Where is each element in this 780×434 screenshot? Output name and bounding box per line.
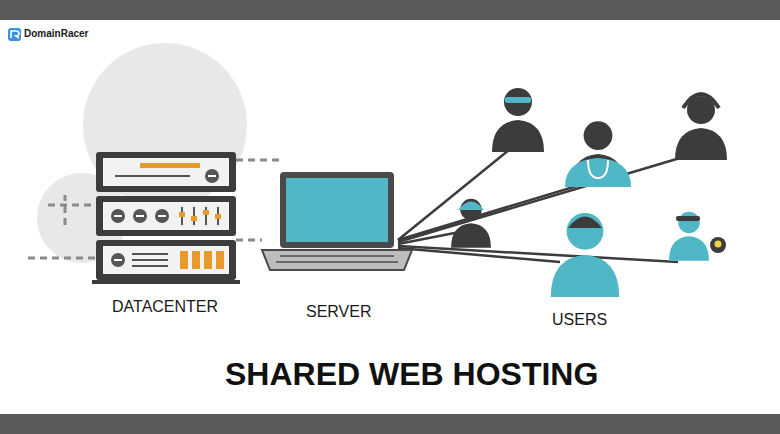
users-label: USERS [552, 311, 607, 329]
top-bar [0, 0, 780, 20]
laptop-server [262, 172, 412, 270]
background-circle [83, 43, 247, 207]
brand-logo-text: DomainRacer [24, 28, 88, 39]
diagram-title: SHARED WEB HOSTING [225, 356, 598, 393]
datacenter-label: DATACENTER [112, 298, 218, 316]
bottom-bar [0, 414, 780, 434]
server-rack [92, 152, 240, 284]
server-label: SERVER [306, 303, 372, 321]
user-link [398, 145, 680, 262]
logo-icon [8, 28, 21, 41]
user-figure [451, 88, 727, 297]
